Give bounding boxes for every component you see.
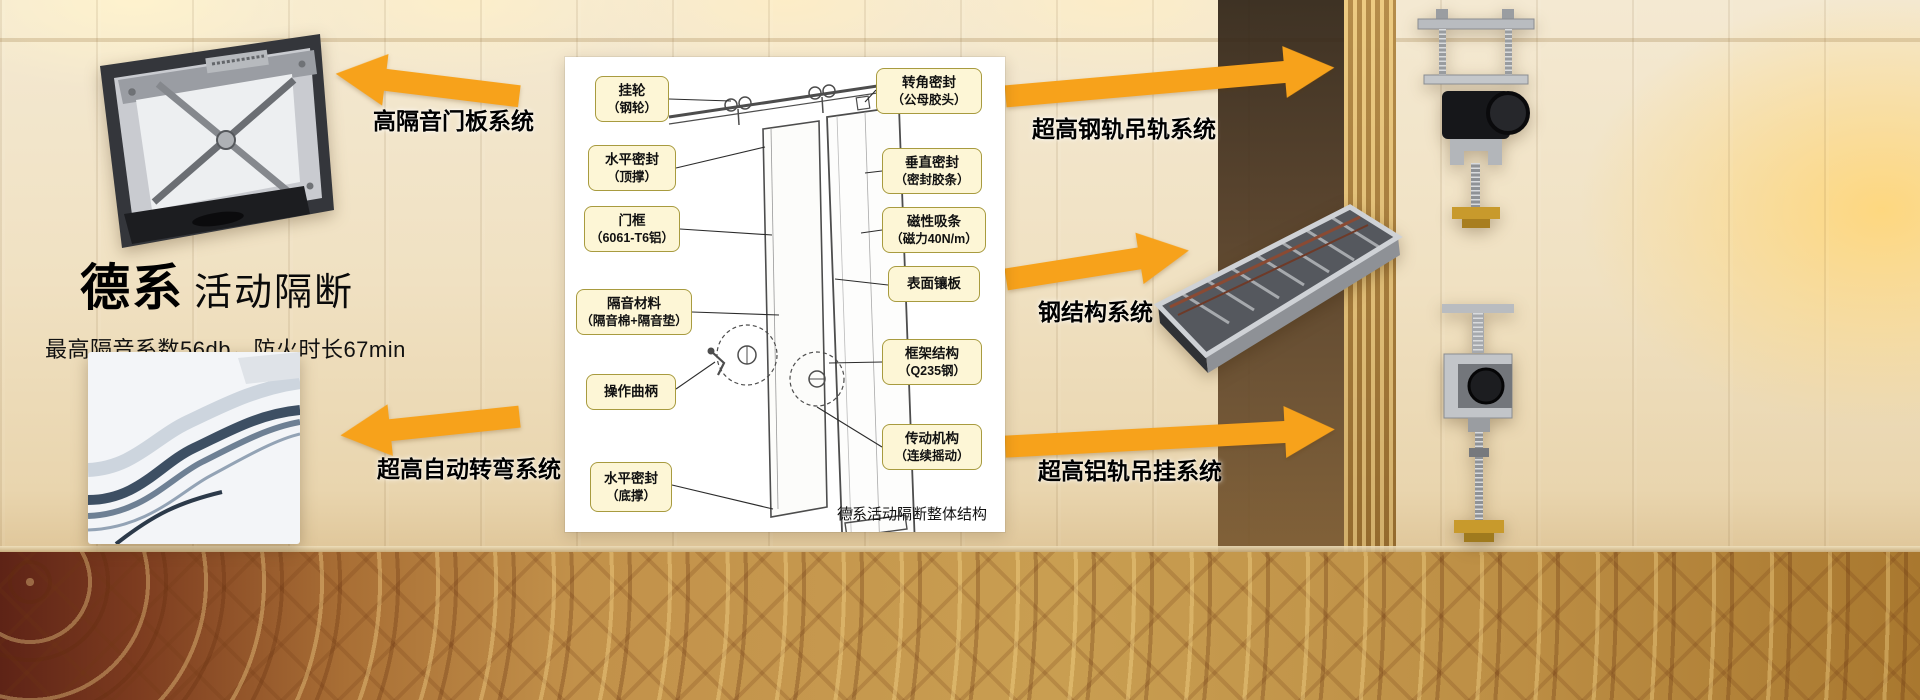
curved-track-photo [88,352,300,544]
callout-surface-panel: 表面镶板 [888,266,980,302]
left-arrow-icon [335,54,521,108]
alu-rail-hanger-photo [1398,298,1558,563]
steel-structure-photo [1150,185,1405,380]
steel-rail-hanger-photo [1390,5,1560,235]
callout-corner-seal: 转角密封 （公母胶头） [876,68,982,114]
callout-vertical-seal: 垂直密封 （密封胶条） [882,148,982,194]
callout-hanging-wheel: 挂轮 （钢轮） [595,76,669,122]
right-arrow-icon [1004,406,1335,458]
brand-title: 德系 [80,260,184,316]
hero-block: 德系活动隔断 最高隔音系数56db，防火时长67min [45,248,465,364]
right-arrow-icon [1004,46,1335,108]
callout-drive-mechanism: 传动机构 （连续摇动） [882,424,982,470]
door-panel-system-label: 高隔音门板系统 [373,108,534,134]
callout-bottom-seal: 水平密封 （底撑） [590,462,672,512]
right-arrow-icon [1004,232,1189,291]
callout-door-frame: 门框 （6061-T6铝） [584,206,680,252]
callout-acoustic-material: 隔音材料 （隔音棉+隔音垫） [576,289,692,335]
callout-magnetic-strip: 磁性吸条 （磁力40N/m） [882,207,986,253]
patterned-carpet [0,552,1920,700]
alu-rail-arrow [1004,401,1336,474]
callout-frame-structure: 框架结构 （Q235钢） [882,339,982,385]
wall-skirting [0,546,1920,554]
door-panel-mechanism-photo [88,18,338,256]
door-panel-arrow [332,46,522,124]
alu-rail-system-label: 超高铝轨吊挂系统 [1038,458,1222,484]
callout-top-seal: 水平密封 （顶撑） [588,145,676,191]
steel-rail-system-label: 超高钢轨吊轨系统 [1032,116,1216,142]
callout-crank-handle: 操作曲柄 [586,374,676,410]
steel-structure-system-label: 钢结构系统 [1038,299,1153,325]
diagram-caption: 德系活动隔断整体结构 [837,506,988,523]
page-title: 德系活动隔断 [45,248,465,320]
steel-rail-arrow [1003,40,1337,125]
partition-structure-diagram: 挂轮 （钢轮） 水平密封 （顶撑） 门框 （6061-T6铝） 隔音材料 （隔音… [565,57,1005,532]
ceiling-cornice [0,38,1920,42]
auto-turn-arrow [338,389,523,464]
left-arrow-icon [340,404,521,457]
steel-structure-arrow [1002,223,1193,307]
product-title: 活动隔断 [194,272,355,314]
auto-turn-system-label: 超高自动转弯系统 [377,456,561,482]
